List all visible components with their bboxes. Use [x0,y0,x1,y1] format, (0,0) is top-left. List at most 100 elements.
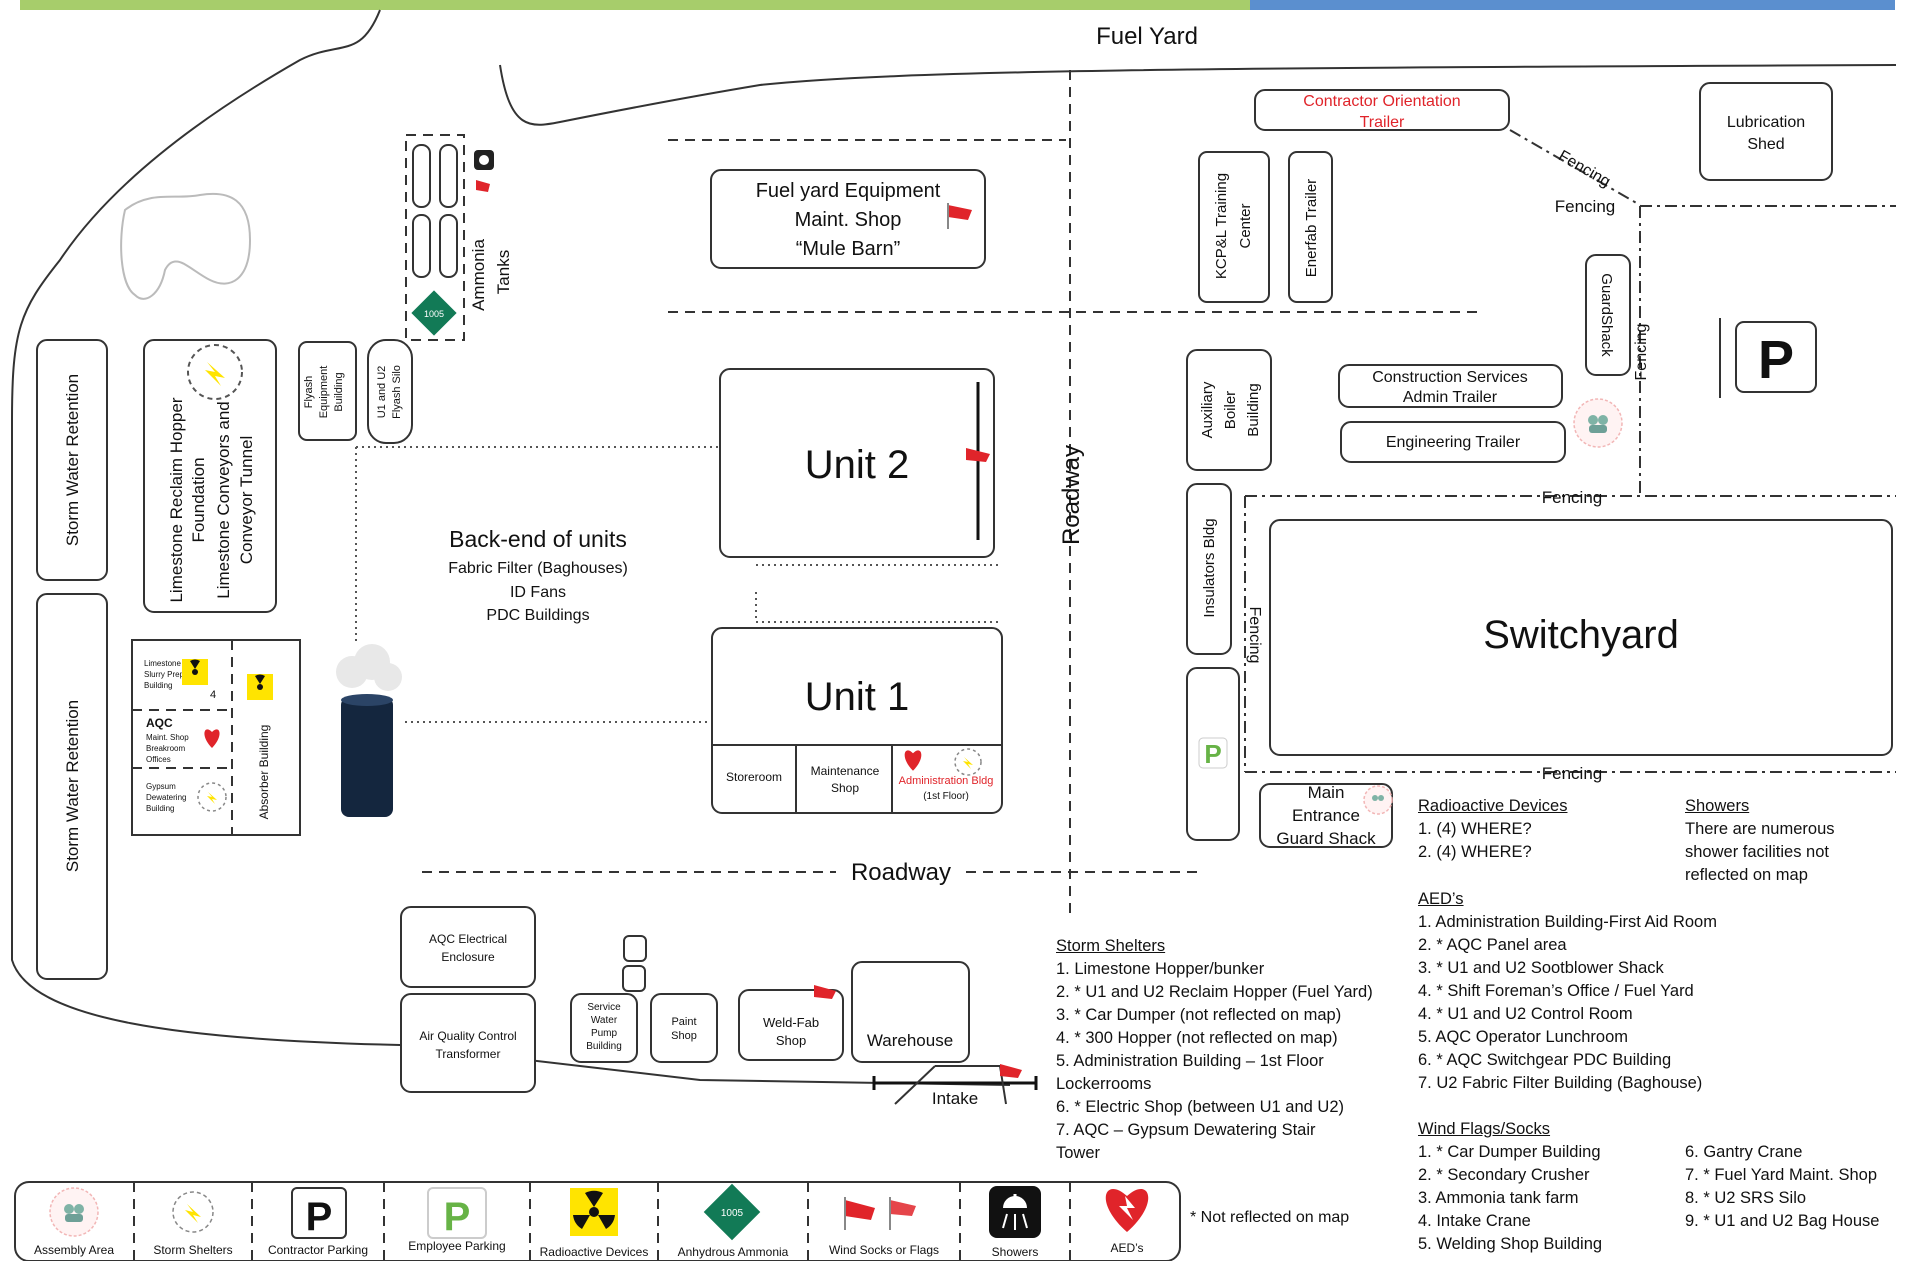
contractor-orientation-trailer [1254,89,1510,131]
fuel-shop-line2: Maint. Shop [795,209,902,231]
fencing-label-diagonal: Fencing [1555,148,1613,191]
employee-parking-icon [1198,737,1228,769]
unit-1 [711,627,1003,814]
aqc-transformer-line2: Transformer [436,1047,501,1061]
flyash-silo-line1: U1 and U2 [376,366,388,419]
maintenance-line1: Maintenance [811,764,880,778]
weld-shop-line1: Weld-Fab [763,1015,819,1030]
unit-1-label: Unit 1 [805,675,910,719]
contractor-parking-icon [291,1187,347,1239]
aed-icon [204,729,220,748]
legend-windsocks-label: Wind Socks or Flags [829,1243,939,1257]
ammonia-tank-3 [412,214,431,278]
ammonia-tanks-line2: Tanks [494,250,513,294]
main-entrance-line3: Guard Shack [1276,829,1376,848]
svg-text:1005: 1005 [424,309,444,319]
fencing-label-guard: Fencing [1633,324,1650,381]
kcpl-line1: KCP&L Training [1213,173,1230,279]
enerfab-label: Enerfab Trailer [1303,179,1320,277]
absorber-label: Absorber Building [257,725,271,820]
unit-2-label: Unit 2 [805,443,910,487]
aed-icon [904,750,922,771]
contractor-parking-icon [1735,321,1817,393]
aqc-electrical-enclosure [400,906,536,988]
aqc-transformer [400,993,536,1093]
service-water-pump-building [570,993,638,1063]
windsock-icon [966,448,990,462]
warehouse-label: Warehouse [867,1031,953,1050]
windsock-icon [476,180,490,192]
aqc-sub-3: Offices [146,755,171,764]
water-tanks [622,935,647,992]
shower-icon [989,1186,1041,1238]
shower-icon [474,150,494,170]
warehouse [851,961,970,1063]
fuel-yard-boundary [499,64,1897,126]
guard-shack [1585,254,1631,376]
service-water-line2: Water [591,1015,618,1026]
windsock-icon [947,203,972,229]
assembly-area-icon [49,1187,99,1237]
limestone-line3: Limestone Conveyors and [214,401,233,599]
radioactive-icon [247,674,273,700]
assembly-area-icon [1573,398,1623,448]
ammonia-tank-1 [412,144,431,208]
not-reflected-note: * Not reflected on map [1190,1209,1349,1226]
slurry-line2: Slurry Prep [144,670,185,679]
aux-line1: Auxiliary [1199,381,1216,438]
paint-shop-line1: Paint [671,1016,696,1028]
fencing-label-top: Fencing [1555,197,1615,216]
lubrication-shed-line1: Lubrication [1727,114,1805,131]
fencing-label-insulators: Fencing [1246,607,1263,664]
storm-water-retention-1 [36,339,108,581]
service-water-line1: Service [587,1002,621,1013]
aqc-label: AQC [146,716,173,730]
aed-icon [1105,1188,1149,1232]
flyash-silo-line2: Flyash Silo [391,365,403,419]
ammonia-tank-2 [439,144,458,208]
construction-line2: Admin Trailer [1403,389,1498,406]
storeroom-label: Storeroom [726,770,782,784]
top-bar-blue [1250,0,1895,10]
fuel-shop-line1: Fuel yard Equipment [756,180,941,202]
backend-title: Back-end of units [449,526,627,552]
contractor-parking-letter: P [1758,330,1794,390]
storm-shelter-icon [954,748,982,776]
unit-2 [719,368,995,558]
construction-services-trailer [1338,364,1563,408]
main-entrance-line2: Entrance [1292,806,1360,825]
windsock-icon [814,985,836,999]
windsock-icon [1000,1064,1022,1078]
flyash-line3: Building [333,372,345,411]
construction-line1: Construction Services [1372,369,1528,386]
ammonia-tanks-line1: Ammonia [469,239,488,311]
weld-fab-shop [738,989,844,1061]
radioactive-icon [570,1188,618,1236]
contractor-trailer-line1: Contractor Orientation [1303,93,1460,110]
fencing-label-mid: Fencing [1542,488,1602,507]
legend-aeds-label: AED’s [1110,1241,1143,1255]
guard-shack-label: GuardShack [1598,273,1615,357]
ammonia-tank-4 [439,214,458,278]
aqc-transformer-line1: Air Quality Control [419,1029,516,1043]
intake-crane [872,1065,1038,1105]
aux-line2: Boiler [1222,391,1239,429]
aux-line3: Building [1245,383,1262,436]
aqc-electrical-line1: AQC Electrical [429,932,507,946]
switchyard-label: Switchyard [1483,613,1679,657]
legend-employee-parking-label: Employee Parking [408,1239,505,1253]
auxiliary-boiler-building [1186,349,1272,471]
legend-showers-label: Showers [992,1245,1039,1259]
backend-line2: ID Fans [510,584,566,601]
backend-line1: Fabric Filter (Baghouses) [448,560,628,577]
ammonia-diamond-icon: 1005 [703,1183,761,1241]
wind-flag-icon [889,1197,916,1230]
storm-water-2-label: Storm Water Retention [63,700,82,872]
fuel-yard-label: Fuel Yard [1096,23,1198,50]
paint-shop-line2: Shop [671,1030,697,1042]
admin-bldg-label: Administration Bldg [899,775,994,787]
ammonia-tank-farm [405,134,465,341]
service-water-line4: Building [586,1041,622,1052]
gypsum-line1: Gypsum [146,782,176,791]
